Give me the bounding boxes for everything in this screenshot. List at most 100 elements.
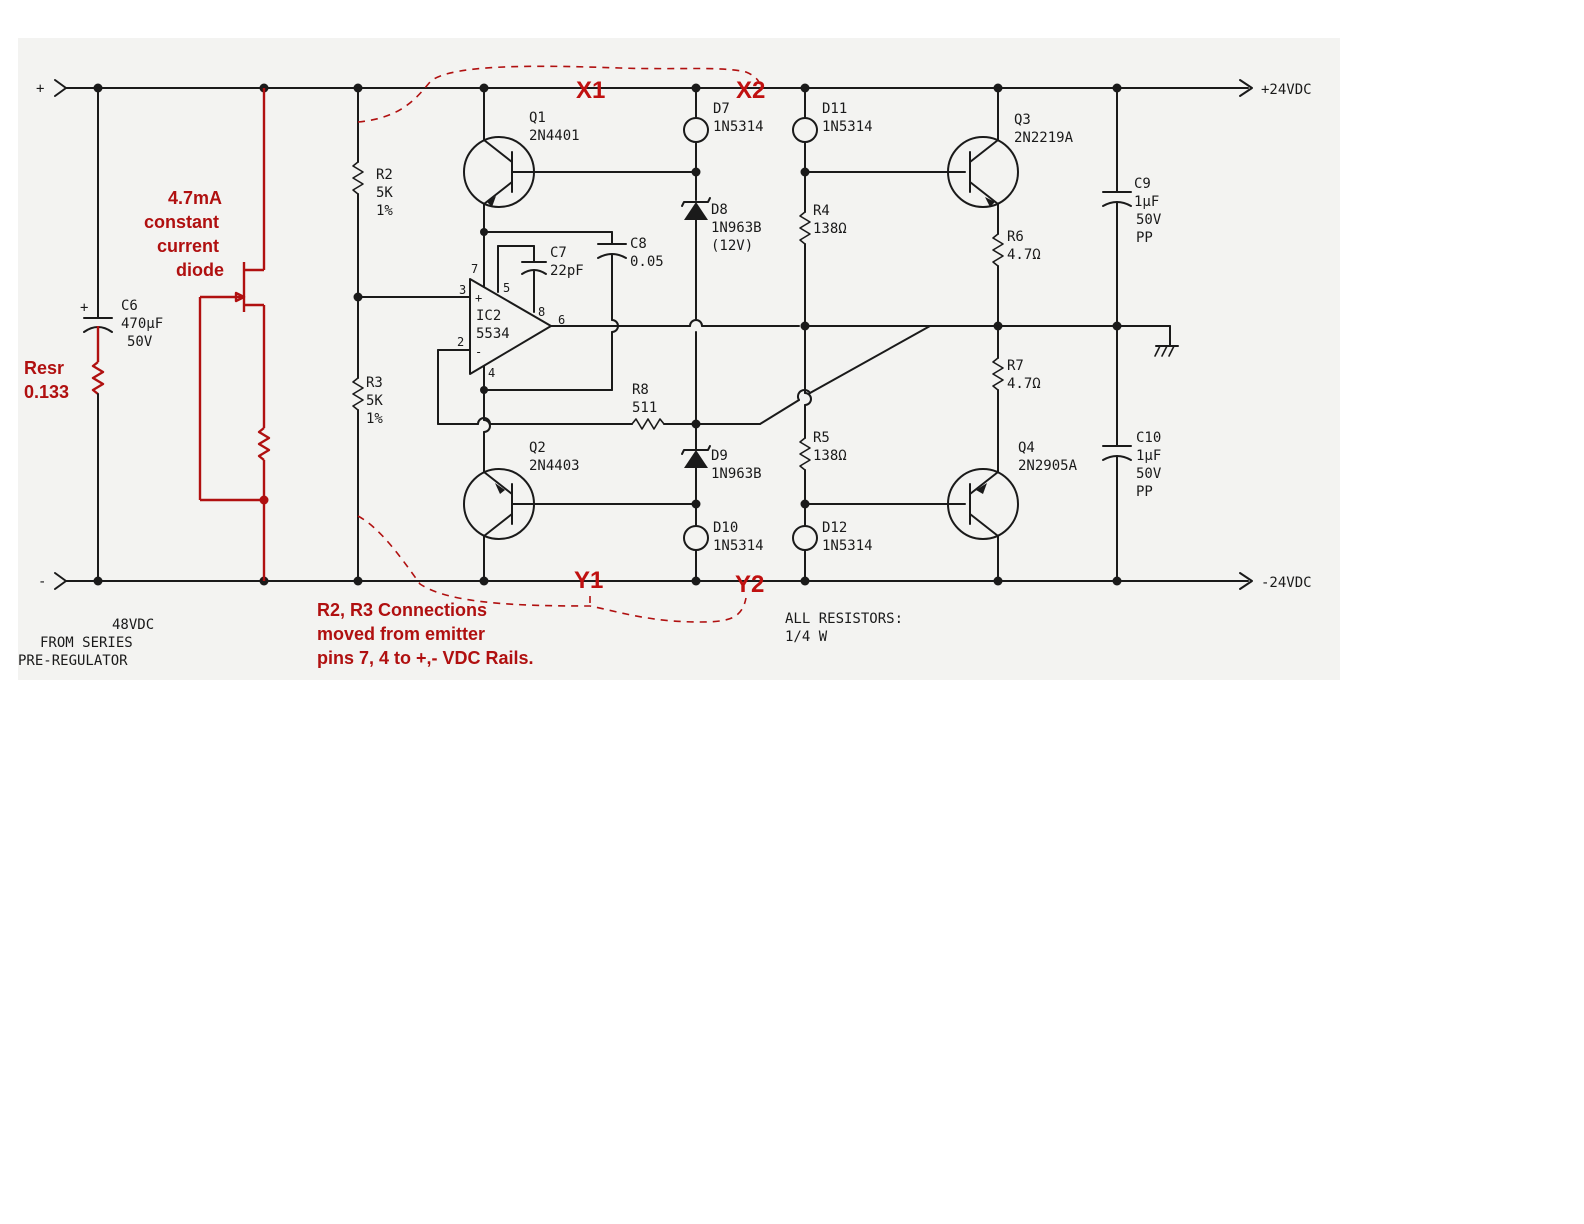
c10-name-label: C10 <box>1136 430 1161 446</box>
y1-label: Y1 <box>574 567 603 594</box>
q1-name-label: Q1 <box>529 110 546 126</box>
y1-y2-dashed-loop <box>357 515 747 623</box>
r2-value-label: 5K <box>376 185 393 201</box>
r5-value-label: 138Ω <box>813 448 847 464</box>
d8-part-label: 1N963B <box>711 220 762 236</box>
resistor-note-line1: ALL RESISTORS: <box>785 611 903 627</box>
d11-part-label: 1N5314 <box>822 119 873 135</box>
q3-part-label: 2N2219A <box>1014 130 1074 146</box>
r4-name-label: R4 <box>813 203 830 219</box>
r7-value-label: 4.7Ω <box>1007 376 1041 392</box>
d12-name-label: D12 <box>822 520 847 536</box>
ic2-part-label: 5534 <box>476 326 510 342</box>
resistor-note-line2: 1/4 W <box>785 629 828 645</box>
r6-name-label: R6 <box>1007 229 1024 245</box>
d9-part-label: 1N963B <box>711 466 762 482</box>
c8-value-label: 0.05 <box>630 254 664 270</box>
minus-input-label: - <box>38 574 46 590</box>
ic2-minus-input: - <box>475 345 482 359</box>
d7-part-label: 1N5314 <box>713 119 764 135</box>
q2-name-label: Q2 <box>529 440 546 456</box>
c10-voltage-label: 50V <box>1136 466 1162 482</box>
r4-value-label: 138Ω <box>813 221 847 237</box>
y2-label: Y2 <box>735 571 764 598</box>
c7-name-label: C7 <box>550 245 567 261</box>
c9-c10-output-caps <box>1102 87 1132 582</box>
ic2-pin6: 6 <box>558 313 565 327</box>
x1-x2-dashed-loop <box>357 65 761 123</box>
c9-type-label: PP <box>1136 230 1153 246</box>
c9-name-label: C9 <box>1134 176 1151 192</box>
minus-24vdc-label: -24VDC <box>1261 575 1312 591</box>
c7-value-label: 22pF <box>550 263 584 279</box>
r5-name-label: R5 <box>813 430 830 446</box>
ic2-opamp <box>437 231 931 425</box>
r8-value-label: 511 <box>632 400 657 416</box>
moved-note-line2: moved from emitter <box>317 624 485 644</box>
ic2-pin4: 4 <box>488 366 495 380</box>
q3-name-label: Q3 <box>1014 112 1031 128</box>
r3-name-label: R3 <box>366 375 383 391</box>
d12-part-label: 1N5314 <box>822 538 873 554</box>
r3-tolerance-label: 1% <box>366 411 383 427</box>
ccd-current-label: 4.7mA <box>168 188 222 208</box>
ic2-pin2: 2 <box>457 335 464 349</box>
constant-current-diode <box>198 88 271 581</box>
c6-value-label: 470µF <box>121 316 163 332</box>
ic2-pin3: 3 <box>459 283 466 297</box>
c6-capacitor <box>83 87 113 582</box>
r8-name-label: R8 <box>632 382 649 398</box>
c8-name-label: C8 <box>630 236 647 252</box>
c6-polarity-label: + <box>80 300 88 316</box>
r6-value-label: 4.7Ω <box>1007 247 1041 263</box>
d10-part-label: 1N5314 <box>713 538 764 554</box>
c6-name-label: C6 <box>121 298 138 314</box>
d9-name-label: D9 <box>711 448 728 464</box>
q3-transistor <box>947 87 1019 235</box>
d8-voltage-label: (12V) <box>711 238 753 254</box>
q1-part-label: 2N4401 <box>529 128 580 144</box>
plus-24vdc-label: +24VDC <box>1261 82 1312 98</box>
moved-note-line3: pins 7, 4 to +,- VDC Rails. <box>317 648 534 668</box>
q4-name-label: Q4 <box>1018 440 1035 456</box>
c9-value-label: 1µF <box>1134 194 1159 210</box>
x1-label: X1 <box>576 77 605 104</box>
q4-part-label: 2N2905A <box>1018 458 1078 474</box>
ic2-pin8: 8 <box>538 305 545 319</box>
ccd-label-4: diode <box>176 260 224 280</box>
r2-tolerance-label: 1% <box>376 203 393 219</box>
d10-name-label: D10 <box>713 520 738 536</box>
r2-name-label: R2 <box>376 167 393 183</box>
resr-resistor <box>91 361 105 395</box>
moved-note-line1: R2, R3 Connections <box>317 600 487 620</box>
source-note-line3: PRE-REGULATOR <box>18 653 128 669</box>
d8-name-label: D8 <box>711 202 728 218</box>
d11-name-label: D11 <box>822 101 847 117</box>
d7-name-label: D7 <box>713 101 730 117</box>
scan-background <box>18 38 1340 680</box>
c9-voltage-label: 50V <box>1136 212 1162 228</box>
source-note-line1: 48VDC <box>112 617 154 633</box>
source-note-line2: FROM SERIES <box>40 635 133 651</box>
ground-symbol <box>1154 325 1179 357</box>
ic2-pin5: 5 <box>503 281 510 295</box>
q1-transistor <box>463 87 697 236</box>
r6-r7-output <box>992 233 1004 473</box>
resr-value-label: 0.133 <box>24 382 69 402</box>
d11-d12-column <box>792 87 966 582</box>
ic2-pin7: 7 <box>471 262 478 276</box>
c10-value-label: 1µF <box>1136 448 1161 464</box>
r7-name-label: R7 <box>1007 358 1024 374</box>
ccd-label-2: constant <box>144 212 219 232</box>
q2-transistor <box>463 419 697 582</box>
c6-voltage-label: 50V <box>127 334 153 350</box>
ic2-name-label: IC2 <box>476 308 501 324</box>
q4-transistor <box>947 468 1019 582</box>
ccd-label-3: current <box>157 236 219 256</box>
plus-input-label: + <box>36 81 44 97</box>
q2-part-label: 2N4403 <box>529 458 580 474</box>
r3-value-label: 5K <box>366 393 383 409</box>
c10-type-label: PP <box>1136 484 1153 500</box>
d7-d10-column <box>681 87 711 582</box>
